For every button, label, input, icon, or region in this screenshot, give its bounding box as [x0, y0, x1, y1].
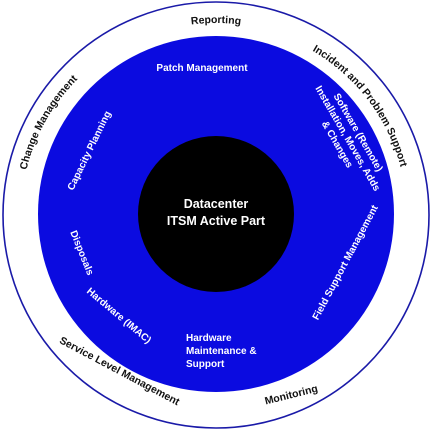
svg-text:Hardware: Hardware — [186, 333, 232, 344]
outer-label-reporting: Reporting — [190, 14, 241, 28]
core-circle — [138, 136, 294, 292]
core-title-line1: Datacenter — [184, 197, 249, 211]
inner-label-patch-management: Patch Management — [156, 63, 248, 74]
core-title-line2: ITSM Active Part — [167, 214, 266, 228]
svg-text:Maintenance &: Maintenance & — [186, 346, 257, 357]
inner-label-hardware-maintenance: Hardware Maintenance & Support — [186, 333, 257, 370]
svg-text:Support: Support — [186, 359, 225, 370]
